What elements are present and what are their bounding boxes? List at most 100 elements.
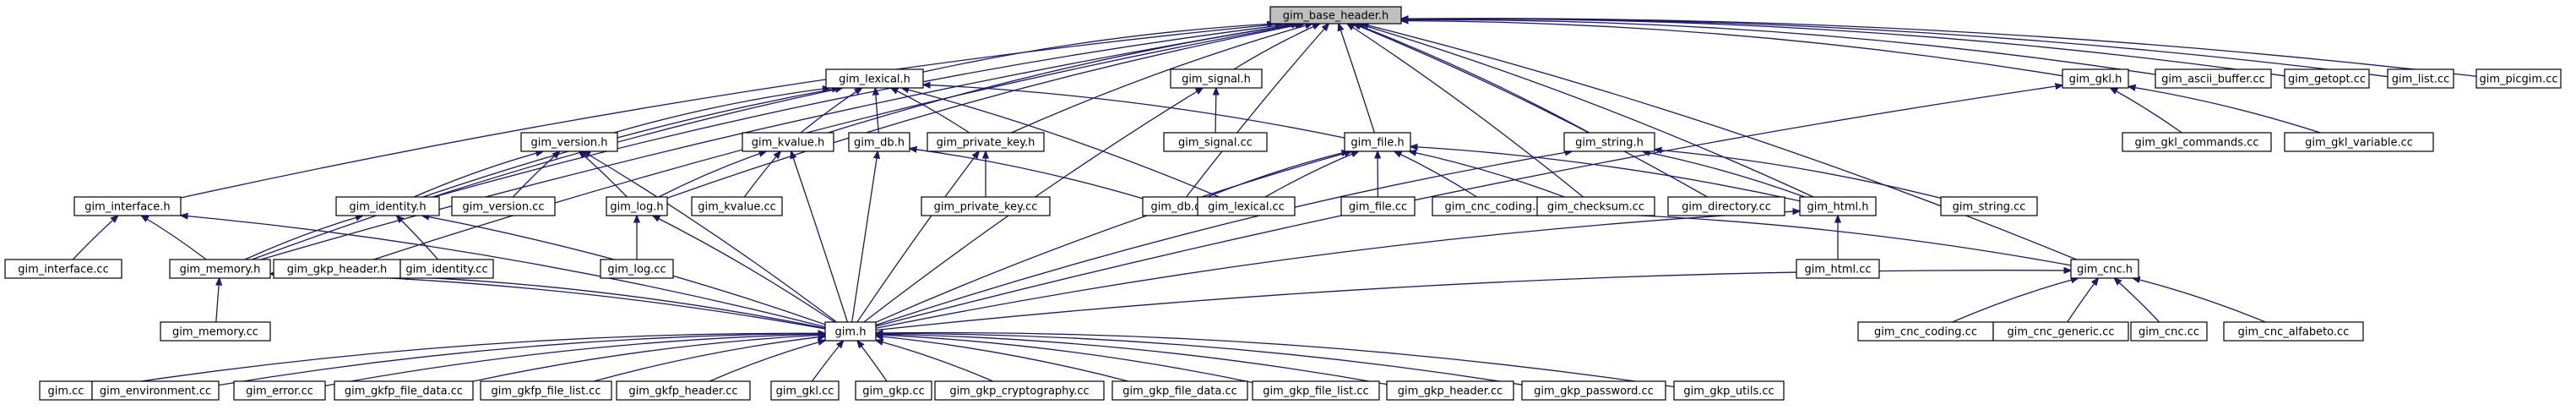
- node-label: gim_environment.cc: [100, 385, 211, 398]
- edge-gim-signal-h-to-gim-base-header-h: [1233, 24, 1320, 70]
- node-label: gim_log.cc: [607, 264, 666, 276]
- node-gim-gkp-header-h[interactable]: gim_gkp_header.h: [273, 259, 401, 279]
- node-gim-gkp-utils-cc[interactable]: gim_gkp_utils.cc: [1673, 380, 1785, 401]
- edge-gim-h-to-gim-db-h: [851, 151, 878, 323]
- node-gim-h[interactable]: gim.h: [824, 321, 877, 342]
- node-gim-gkl-cc[interactable]: gim_gkl.cc: [770, 380, 840, 401]
- node-gim-cnc-h[interactable]: gim_cnc.h: [2070, 259, 2139, 279]
- node-gim-kvalue-h[interactable]: gim_kvalue.h: [742, 132, 834, 152]
- node-gim-log-h[interactable]: gim_log.h: [606, 196, 668, 216]
- node-gim-base-header-h[interactable]: gim_base_header.h: [1269, 6, 1402, 25]
- node-gim-file-h[interactable]: gim_file.h: [1344, 132, 1411, 152]
- edge-gim-identity-h-to-gim-version-h: [413, 151, 543, 198]
- edge-gim-gkp-file-list-cc-to-gim-h: [876, 335, 1253, 384]
- edge-gim-h-to-gim-cnc-h: [875, 271, 2071, 331]
- node-box: [1386, 380, 1514, 401]
- node-gim-gkp-header-cc[interactable]: gim_gkp_header.cc: [1386, 380, 1514, 401]
- node-gim-checksum-cc[interactable]: gim_checksum.cc: [1536, 196, 1655, 216]
- node-gim-gkp-cc[interactable]: gim_gkp.cc: [855, 380, 932, 401]
- node-gim-version-cc[interactable]: gim_version.cc: [451, 196, 556, 216]
- node-box: [2387, 68, 2454, 89]
- node-gim-gkp-file-list-cc[interactable]: gim_gkp_file_list.cc: [1252, 380, 1380, 401]
- node-label: gim_file.h: [1350, 137, 1404, 150]
- node-gim-db-cc[interactable]: gim_db.cc: [1142, 196, 1215, 216]
- node-gim-cnc-alfabeto-cc[interactable]: gim_cnc_alfabeto.cc: [2223, 321, 2364, 342]
- node-layer: gim_base_header.h gim_lexical.h gim_signal…: [4, 6, 2562, 401]
- node-gim-lexical-h[interactable]: gim_lexical.h: [825, 68, 924, 89]
- edge-gim-gkp-header-h-to-gim-base-header-h: [373, 24, 1302, 260]
- edge-gim-lexical-h-to-gim-base-header-h: [922, 24, 1274, 73]
- node-label: gim_string.cc: [1953, 201, 2026, 214]
- node-gim-gkl-commands-cc[interactable]: gim_gkl_commands.cc: [2122, 132, 2272, 152]
- node-gim-interface-cc[interactable]: gim_interface.cc: [4, 259, 122, 279]
- node-box: [2284, 132, 2434, 152]
- node-gim-memory-cc[interactable]: gim_memory.cc: [160, 321, 271, 342]
- node-label: gim_gkl.cc: [776, 385, 834, 398]
- edge-gim-gkp-file-data-cc-to-gim-h: [876, 336, 1128, 382]
- node-box: [824, 321, 877, 342]
- node-gim-memory-h[interactable]: gim_memory.h: [169, 259, 271, 279]
- node-gim-environment-cc[interactable]: gim_environment.cc: [91, 380, 220, 401]
- node-gim-picgim-cc[interactable]: gim_picgim.cc: [2475, 68, 2562, 89]
- node-gim-ascii-buffer-cc[interactable]: gim_ascii_buffer.cc: [2155, 68, 2272, 89]
- node-gim-cnc-coding-cc[interactable]: gim_cnc_coding.cc: [1857, 321, 1994, 342]
- node-box: [520, 132, 618, 152]
- node-gim-identity-h[interactable]: gim_identity.h: [335, 196, 440, 216]
- edge-gim-private-key-h-to-gim-base-header-h: [1011, 24, 1312, 134]
- node-gim-interface-h[interactable]: gim_interface.h: [73, 196, 182, 216]
- node-gim-lexical-cc[interactable]: gim_lexical.cc: [1197, 196, 1296, 216]
- node-gim-file-cc[interactable]: gim_file.cc: [1340, 196, 1416, 216]
- edge-gim-lexical-cc-to-gim-lexical-h: [902, 88, 1220, 198]
- node-gim-string-h[interactable]: gim_string.h: [1563, 132, 1655, 152]
- node-gim-error-cc[interactable]: gim_error.cc: [233, 380, 326, 401]
- node-gim-list-cc[interactable]: gim_list.cc: [2387, 68, 2454, 89]
- node-gim-getopt-cc[interactable]: gim_getopt.cc: [2284, 68, 2370, 89]
- node-gim-kvalue-cc[interactable]: gim_kvalue.cc: [691, 196, 783, 216]
- node-label: gim_lexical.cc: [1208, 201, 1285, 214]
- node-gim-private-key-h[interactable]: gim_private_key.h: [927, 132, 1045, 152]
- edge-gim-identity-h-to-gim-lexical-h: [422, 88, 840, 198]
- node-box: [1799, 196, 1877, 216]
- node-gim-gkp-cryptography-cc[interactable]: gim_gkp_cryptography.cc: [934, 380, 1105, 401]
- edge-gim-ascii-buffer-cc-to-gim-base-header-h: [1401, 19, 2156, 75]
- node-gim-gkfp-header-cc[interactable]: gim_gkfp_header.cc: [616, 380, 751, 401]
- edge-gim-gkl-cc-to-gim-h: [811, 341, 844, 382]
- edge-gim-log-h-to-gim-kvalue-h: [658, 151, 766, 198]
- node-gim-cnc-generic-cc[interactable]: gim_cnc_generic.cc: [1992, 321, 2129, 342]
- node-gim-gkp-file-data-cc[interactable]: gim_gkp_file_data.cc: [1111, 380, 1248, 401]
- node-gim-log-cc[interactable]: gim_log.cc: [600, 259, 674, 279]
- edge-gim-h-to-gim-gkl-h: [875, 85, 2062, 327]
- node-box: [399, 259, 494, 279]
- edge-gim-log-h-to-gim-base-header-h: [666, 24, 1305, 199]
- node-gim-db-h[interactable]: gim_db.h: [848, 132, 910, 152]
- node-gim-gkp-password-cc[interactable]: gim_gkp_password.cc: [1521, 380, 1666, 401]
- node-gim-signal-cc[interactable]: gim_signal.cc: [1163, 132, 1268, 152]
- node-gim-cc[interactable]: gim.cc: [39, 380, 93, 401]
- node-gim-gkl-variable-cc[interactable]: gim_gkl_variable.cc: [2284, 132, 2434, 152]
- node-gim-gkfp-file-data-cc[interactable]: gim_gkfp_file_data.cc: [334, 380, 474, 401]
- node-gim-gkl-h[interactable]: gim_gkl.h: [2062, 68, 2129, 89]
- node-gim-gkfp-file-list-cc[interactable]: gim_gkfp_file_list.cc: [480, 380, 612, 401]
- node-box: [742, 132, 834, 152]
- edge-gim-h-to-gim-gkp-header-h: [400, 276, 826, 329]
- node-gim-version-h[interactable]: gim_version.h: [520, 132, 618, 152]
- node-box: [4, 259, 122, 279]
- node-gim-string-cc[interactable]: gim_string.cc: [1940, 196, 2038, 216]
- edge-layer: [72, 19, 2477, 390]
- node-gim-private-key-cc[interactable]: gim_private_key.cc: [921, 196, 1051, 216]
- node-gim-html-cc[interactable]: gim_html.cc: [1796, 259, 1880, 279]
- node-box: [855, 380, 932, 401]
- node-box: [335, 196, 440, 216]
- node-gim-cnc-coding-h[interactable]: gim_cnc_coding.h: [1432, 196, 1556, 216]
- edge-gim-identity-cc-to-gim-identity-h: [396, 216, 439, 260]
- node-gim-html-h[interactable]: gim_html.h: [1799, 196, 1877, 216]
- node-gim-signal-h[interactable]: gim_signal.h: [1170, 68, 1263, 89]
- node-gim-directory-cc[interactable]: gim_directory.cc: [1667, 196, 1785, 216]
- node-box: [1992, 321, 2129, 342]
- node-gim-cnc-cc[interactable]: gim_cnc.cc: [2130, 321, 2208, 342]
- node-box: [1111, 380, 1248, 401]
- edge-gim-gkfp-file-list-cc-to-gim-h: [593, 336, 825, 382]
- node-gim-identity-cc[interactable]: gim_identity.cc: [399, 259, 494, 279]
- node-box: [2062, 68, 2129, 89]
